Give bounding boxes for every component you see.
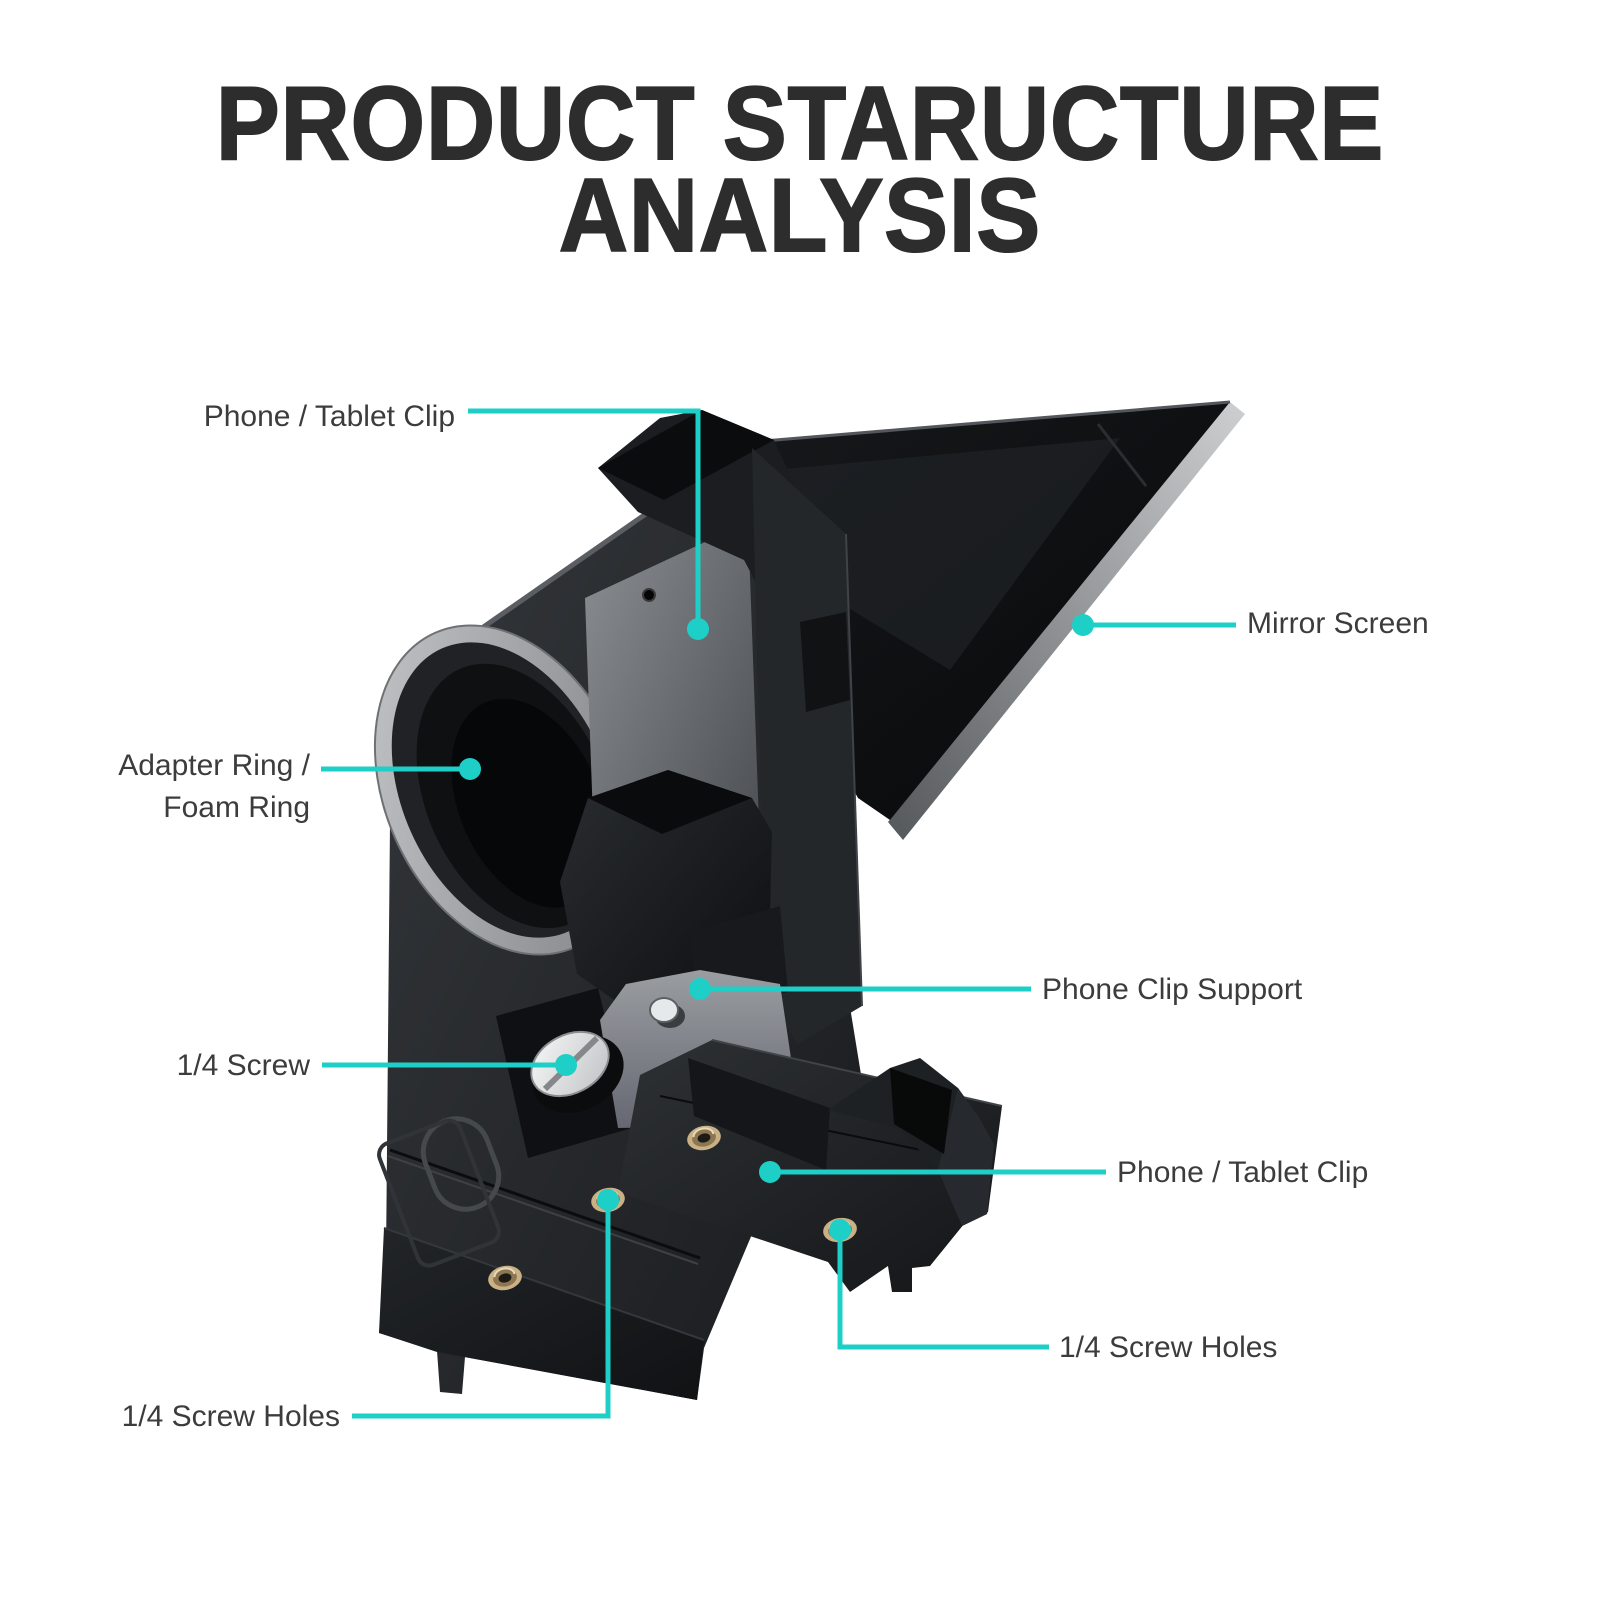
callout-label-adapter-ring: Adapter Ring / Foam Ring — [118, 745, 310, 829]
mirror-reflection — [730, 438, 1120, 670]
teleprompter-graphic — [373, 400, 1245, 1400]
callout-label-phone-clip-support: Phone Clip Support — [1042, 973, 1303, 1006]
phone-clip-bottom — [618, 1039, 1003, 1292]
phone-clip-top — [560, 410, 863, 1044]
anchor-dot-quarter-screw — [555, 1054, 577, 1076]
clip-right-arm-edge — [845, 533, 863, 1007]
base-flange — [379, 1228, 704, 1400]
callout-label-adapter-ring-line1: Adapter Ring / — [118, 749, 310, 782]
callout-leaders — [321, 408, 1236, 1419]
anchor-dot-adapter-ring — [459, 758, 481, 780]
anchor-dot-phone-tablet-clip-top — [687, 618, 709, 640]
bracket-pin — [649, 997, 679, 1023]
callout-label-adapter-ring-line2: Foam Ring — [163, 791, 310, 824]
page-title-line2: ANALYSIS — [558, 158, 1042, 274]
plate-molded-pocket — [377, 1118, 501, 1268]
clip-screw-dot — [642, 588, 656, 602]
leader-phone-tablet-clip-top — [468, 408, 701, 629]
ring-hole — [451, 698, 608, 908]
leader-screw-holes-left — [352, 1200, 611, 1419]
callout-label-screw-holes-right: 1/4 Screw Holes — [1059, 1331, 1278, 1364]
claw-notch — [890, 1068, 952, 1154]
callout-label-phone-tablet-clip-bottom: Phone / Tablet Clip — [1117, 1156, 1369, 1189]
clip-top-claw-facet — [598, 410, 774, 500]
callout-label-mirror-screen: Mirror Screen — [1247, 607, 1429, 640]
claw-left-arm — [688, 1058, 830, 1170]
anchor-dot-screw-holes-left — [597, 1189, 619, 1211]
mirror-crease — [1096, 423, 1148, 487]
page-title: PRODUCT STARUCTURE ANALYSIS — [64, 66, 1536, 274]
base-ridge-highlight — [383, 1227, 705, 1341]
clip-lower-hook-facet — [588, 770, 752, 834]
anchor-dot-phone-clip-support — [689, 978, 711, 1000]
mirror-edge-bevel — [888, 402, 1245, 840]
anchor-dot-mirror-screen — [1072, 614, 1094, 636]
anchor-dot-screw-holes-right — [829, 1219, 851, 1241]
callout-label-quarter-screw: 1/4 Screw — [176, 1049, 310, 1082]
leader-screw-holes-right — [837, 1230, 1049, 1350]
clip-arm-slot — [800, 612, 850, 712]
anchor-dot-phone-tablet-clip-bottom — [759, 1161, 781, 1183]
plate-ridge-light — [387, 1155, 699, 1265]
callout-label-screw-holes-left: 1/4 Screw Holes — [121, 1400, 340, 1433]
claw-right-facet — [938, 1088, 994, 1226]
plate-ridge-shadow — [389, 1148, 701, 1260]
clip-right-arm — [752, 448, 862, 1044]
page-title-line1: PRODUCT STARUCTURE — [215, 66, 1385, 182]
mirror-top-edge — [703, 400, 1231, 448]
callout-label-phone-tablet-clip-top: Phone / Tablet Clip — [203, 400, 455, 433]
